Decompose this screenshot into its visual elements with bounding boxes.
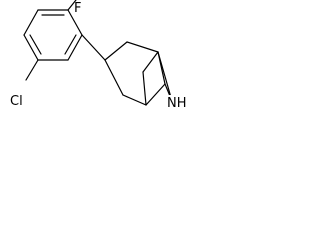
bicycle-bond — [142, 71, 147, 106]
bond-to-chlorine — [25, 59, 39, 81]
chemical-structure-diagram: F Cl NH — [10, 0, 190, 111]
bicycle-bond — [142, 51, 159, 73]
bicycle-bond — [104, 41, 128, 61]
chlorine-label: Cl — [10, 94, 23, 109]
bicycle-bond — [104, 59, 124, 96]
benzene-ring — [23, 9, 83, 61]
bicycle-bond — [145, 83, 166, 106]
bond-to-fluorine — [67, 0, 77, 11]
bicycle-bond — [122, 94, 147, 106]
bicycle-bond — [157, 51, 173, 102]
ring-double-bond — [64, 34, 77, 55]
fluorine-label: F — [74, 1, 81, 16]
ring-bond — [23, 9, 39, 36]
ring-bond — [23, 34, 39, 61]
amine-label: NH — [167, 96, 187, 111]
bicycle-bond — [126, 41, 159, 53]
ring-bond — [67, 34, 83, 61]
bicyclic-scaffold — [104, 41, 173, 106]
bond-aryl-to-bicycle — [81, 34, 106, 61]
ring-bond — [67, 9, 83, 36]
ring-double-bond — [29, 34, 42, 55]
amine-label-background — [166, 95, 190, 111]
